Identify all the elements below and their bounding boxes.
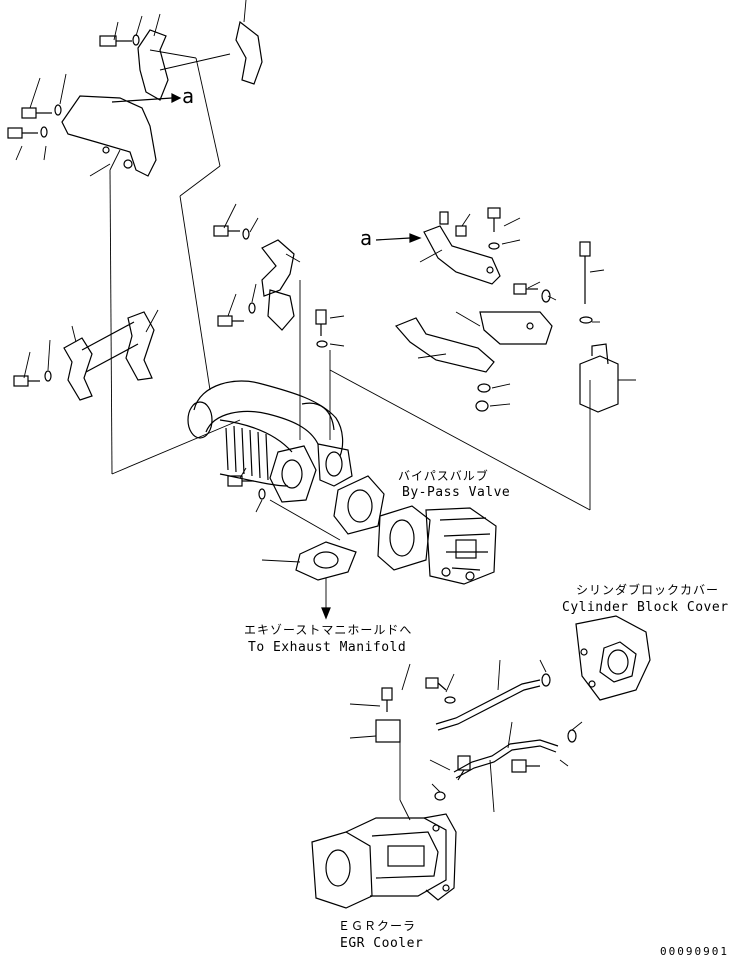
- clamp-left-b: [125, 311, 155, 381]
- egr-cooler-label-jp: ＥＧＲクーラ: [338, 919, 417, 933]
- egr-cooler-label-en: EGR Cooler: [340, 936, 424, 951]
- gasket-bypass: [333, 475, 385, 535]
- reference-mark-a-right: a: [360, 226, 373, 250]
- lower-left-clamp-assembly: [13, 309, 159, 401]
- cylinder-block-cover-label-en: Cylinder Block Cover: [562, 600, 729, 615]
- exhaust-manifold-label-jp: エキゾーストマニホールドへ: [244, 623, 413, 637]
- bracket-right-top: [423, 225, 501, 285]
- reference-mark-a-top: a: [182, 84, 195, 108]
- bolt-2: [21, 107, 52, 119]
- spacer-block: [579, 355, 619, 413]
- middle-clamp-assembly: [213, 203, 301, 331]
- washer-2: [54, 104, 62, 116]
- exhaust-pipe: [187, 380, 353, 503]
- bolt-3: [7, 127, 38, 139]
- cylinder-block-cover-label-jp: シリンダブロックカバー: [576, 583, 720, 597]
- cylinder-block-cover: [575, 615, 651, 701]
- bypass-valve-label-en: By-Pass Valve: [402, 485, 511, 500]
- bracket-right-mid: [479, 311, 553, 345]
- right-bracket-assembly: [375, 207, 636, 413]
- egr-cooler: [311, 813, 457, 909]
- clamp-top-left: [137, 29, 169, 101]
- bracket-plate: [61, 95, 157, 177]
- gasket-manifold: [295, 541, 357, 581]
- bypass-valve-label-jp: バイパスバルブ: [398, 469, 489, 483]
- egr-tubes: [349, 659, 583, 821]
- clamp-left-a: [63, 337, 93, 401]
- washer-3: [40, 126, 48, 138]
- exhaust-manifold-label-en: To Exhaust Manifold: [248, 640, 407, 655]
- bolt-1: [99, 35, 132, 47]
- pipe-elbow-upper: [193, 380, 344, 457]
- bypass-valve: [377, 505, 497, 585]
- top-bracket-assembly: [7, 0, 263, 177]
- bolt-4: [213, 225, 240, 237]
- washer-1: [132, 34, 140, 46]
- bolt-6: [13, 375, 40, 387]
- gaskets: [261, 475, 385, 620]
- bracket-right-lower: [394, 317, 495, 373]
- pipe-bolts: [227, 309, 345, 513]
- pipe-flange-left: [269, 445, 317, 503]
- pipe-flange-right: [317, 443, 353, 487]
- clamp-mid-upper: [261, 239, 295, 297]
- bolt-5: [217, 315, 244, 327]
- clamp-top-right: [235, 20, 263, 85]
- routing-lines: [109, 57, 591, 541]
- pipe-bellows: [225, 425, 269, 481]
- drawing-code: 00090901: [660, 945, 729, 958]
